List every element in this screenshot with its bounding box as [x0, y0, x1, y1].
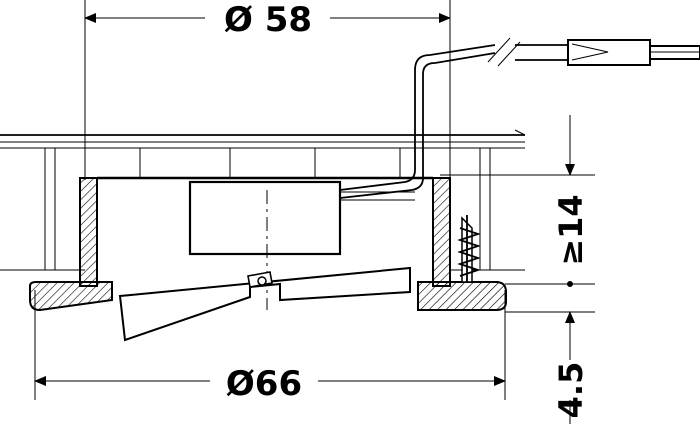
height-dot: [567, 281, 573, 287]
top-diameter-dimension: Ø 58: [84, 0, 451, 180]
screw-icon: [457, 215, 481, 283]
bottom-diameter-dimension: Ø66: [34, 290, 506, 404]
driver-block: [188, 180, 415, 256]
tilted-lens: [118, 266, 411, 342]
right-vertical-dimensions: ≥14 4.5: [440, 115, 595, 424]
cable: [339, 37, 570, 199]
top-diameter-label: Ø 58: [224, 0, 312, 40]
flange-right: [417, 281, 507, 311]
connector-plug: [567, 39, 700, 66]
height-label: ≥14: [552, 194, 590, 265]
housing-wall-left: [79, 177, 98, 287]
housing-wall-right: [432, 177, 451, 287]
depth-label: 4.5: [552, 362, 590, 419]
flange-left: [29, 281, 113, 312]
housing: [29, 176, 507, 312]
bottom-diameter-label: Ø66: [226, 364, 302, 404]
